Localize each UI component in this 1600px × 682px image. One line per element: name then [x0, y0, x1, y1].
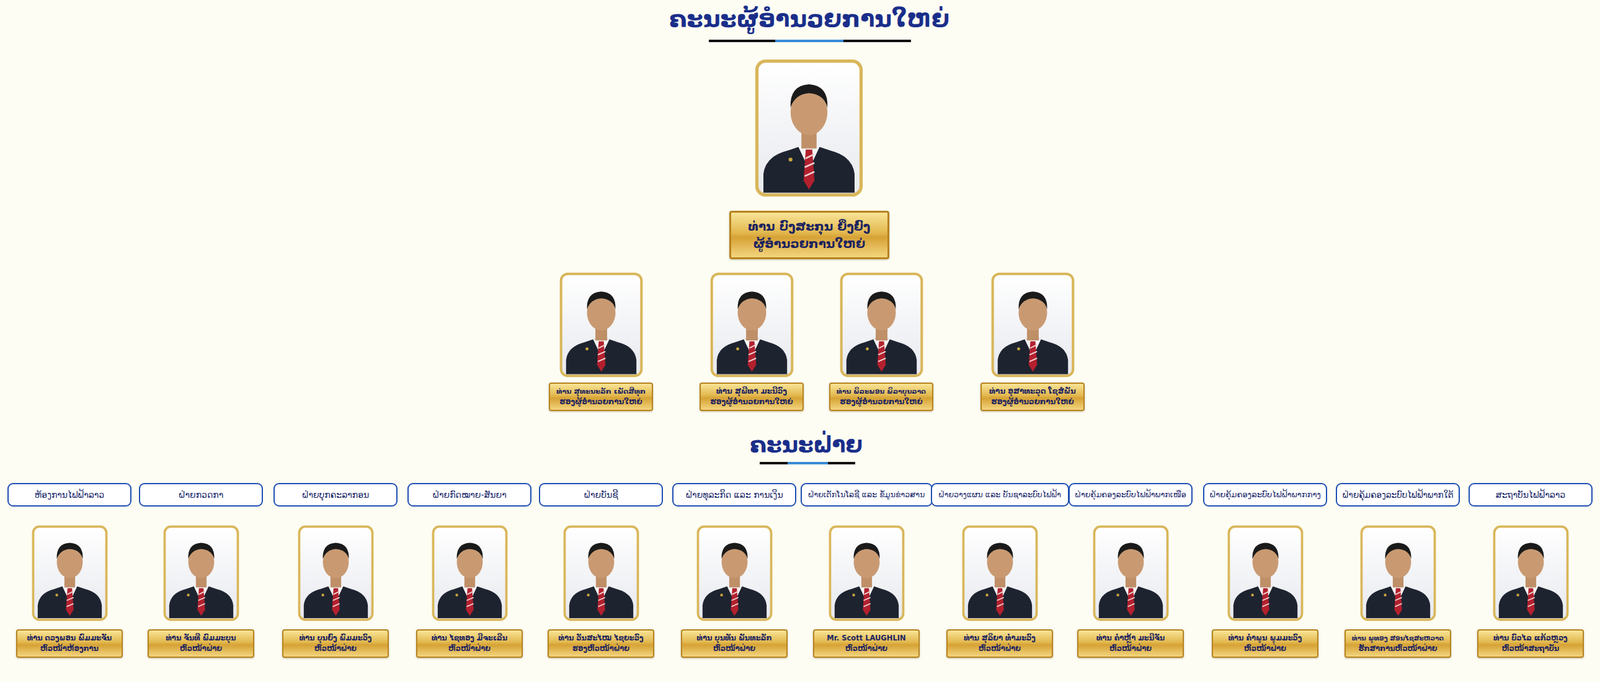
node-text: ຝ່າຍວາງແຜນ ແລະ ບັນຊາລະບົບໄຟຟ້າ: [935, 488, 1065, 502]
head-plate: ທ່ານ ດວງພອນ ພົມມະຈັນຫົວໜ້າຫ້ອງການ: [16, 629, 123, 658]
node-text: Mr. Scott LAUGHLIN: [819, 633, 914, 644]
node-text: ຝ່າຍກົດໝາຍ-ສັນຍາ: [412, 488, 527, 502]
node-text: ທ່ານ ບຸນທັນ ພັນທະລັກ: [687, 633, 782, 644]
node-text: ທ່ານ ໄຊທອງ ມີຈະເລີນ: [422, 633, 517, 644]
node-text: ທ່ານ ສຸລິຍາ ທຳມະວົງ: [952, 633, 1047, 644]
department-box: ຝ່າຍເຕັກໂນໂລຊີ ແລະ ຂໍ້ມູນຂ່າວສານ: [800, 483, 933, 507]
head-plate: ທ່ານ ຈັນທີ ພົມມະບຸນຫົວໜ້າຝ່າຍ: [147, 629, 255, 658]
head-plate: ທ່ານ ໄຊທອງ ມີຈະເລີນຫົວໜ້າຝ່າຍ: [416, 629, 523, 658]
section-heading: ຄະນະຝ່າຍ: [620, 431, 993, 458]
node-subtext: ຫົວໜ້າຝ່າຍ: [819, 643, 914, 655]
department-box: ຝ່າຍບັນຊີ: [538, 483, 663, 507]
node-text: ທ່ານ ດວງພອນ ພົມມະຈັນ: [22, 633, 117, 644]
node-subtext: ຫົວໜ້າຝ່າຍ: [687, 643, 782, 655]
deputy-plate: ທ່ານ ສຸພີທາ ມະນີວົງຮອງຜູ້ອຳນວຍການໃຫຍ່: [699, 382, 804, 412]
department-box: ຝ່າຍຄຸ້ມຄອງລະບົບໄຟຟ້າພາກເໜືອ: [1068, 483, 1193, 507]
head-plate: ທ່ານ ສຸລິຍາ ທຳມະວົງຫົວໜ້າຝ່າຍ: [946, 629, 1054, 658]
node-text: ທ່ານ ພູທອງ ສອນໄຊສະຫວາດ: [1350, 633, 1445, 644]
node-subtext: ຫົວໜ້າຫ້ອງການ: [22, 643, 117, 655]
node-text: ຝ່າຍຄຸ້ມຄອງລະບົບໄຟຟ້າພາກກາງ: [1208, 488, 1323, 502]
node-text: ທ່ານ ຄຳພູນ ພູມມະວົງ: [1217, 633, 1313, 644]
head-plate: ທ່ານ ບຸນທັນ ພັນທະລັກຫົວໜ້າຝ່າຍ: [680, 629, 788, 658]
node-text: ທ່ານ ອຸສາທະວຸດ ໂຊສໍພັນ: [986, 386, 1079, 397]
director-plate: ທ່ານ ບົງສະກຸນ ຍິ່ງຍົງຜູ້ອຳນວຍການໃຫຍ່: [729, 210, 890, 260]
node-subtext: ຫົວໜ້າຝ່າຍ: [952, 643, 1047, 655]
node-subtext: ຫົວໜ້າຝ່າຍ: [422, 643, 517, 655]
node-subtext: ຮອງຜູ້ອຳນວຍການໃຫຍ່: [705, 396, 798, 408]
node-subtext: ຮອງຜູ້ອຳນວຍການໃຫຍ່: [986, 396, 1079, 408]
deputy-plate: ທ່ານ ອຸສາທະວຸດ ໂຊສໍພັນຮອງຜູ້ອຳນວຍການໃຫຍ່: [980, 382, 1085, 412]
department-box: ສະຖາບັນໄຟຟ້າລາວ: [1468, 483, 1593, 507]
department-box: ຝ່າຍບຸກຄະລາກອນ: [273, 483, 398, 507]
node-text: ຝ່າຍຄຸ້ມຄອງລະບົບໄຟຟ້າພາກໃຕ້: [1340, 488, 1455, 502]
head-plate: Mr. Scott LAUGHLINຫົວໜ້າຝ່າຍ: [813, 629, 920, 658]
node-subtext: ຜູ້ອຳນວຍການໃຫຍ່: [739, 235, 879, 253]
department-box: ຝ່າຍຄຸ້ມຄອງລະບົບໄຟຟ້າພາກໃຕ້: [1335, 483, 1460, 507]
node-text: ຝ່າຍເຕັກໂນໂລຊີ ແລະ ຂໍ້ມູນຂ່າວສານ: [805, 488, 928, 502]
node-text: ທ່ານ ບຸນຍົງ ພົມມະວົງ: [288, 633, 383, 644]
node-subtext: ຮອງຜູ້ອຳນວຍການໃຫຍ່: [835, 396, 928, 408]
node-text: ຝ່າຍທຸລະກິດ ແລະ ການເງິນ: [677, 488, 792, 502]
node-text: ທ່ານ ບົງສະກຸນ ຍິ່ງຍົງ: [739, 217, 879, 236]
node-text: ທ່ານ ສຸທະນະລັກ ເພັດສີທຸກ: [555, 386, 647, 397]
page-title: ຄະນະຜູ້ອຳນວຍການໃຫຍ່: [623, 4, 996, 33]
node-subtext: ຮອງຜູ້ອຳນວຍການໃຫຍ່: [555, 396, 647, 408]
head-plate: ທ່ານ ວັນສະໄໝ ໄຊຍະວົງຮອງຫົວໜ້າຝ່າຍ: [547, 629, 655, 658]
node-text: ສະຖາບັນໄຟຟ້າລາວ: [1473, 488, 1588, 502]
node-text: ທ່ານ ສຸພີທາ ມະນີວົງ: [705, 386, 798, 397]
node-text: ຫ້ອງການໄຟຟ້າລາວ: [12, 488, 127, 502]
node-text: ທ່ານ ຈັນທີ ພົມມະບຸນ: [153, 633, 249, 644]
node-subtext: ຫົວໜ້າຝ່າຍ: [153, 643, 249, 655]
head-plate: ທ່ານ ບົວໄລ ແກ້ວຫຼວງຫົວໜ້າສະຖາບັນ: [1477, 629, 1584, 658]
node-text: ທ່ານ ບົວໄລ ແກ້ວຫຼວງ: [1483, 633, 1578, 644]
deputy-plate: ທ່ານ ສຸທະນະລັກ ເພັດສີທຸກຮອງຜູ້ອຳນວຍການໃຫ…: [548, 382, 654, 412]
deputy-plate: ທ່ານ ພິລະພອນ ພິລາບຸນລາດຮອງຜູ້ອຳນວຍການໃຫຍ…: [829, 382, 934, 412]
department-box: ຝ່າຍກົດໝາຍ-ສັນຍາ: [407, 483, 532, 507]
head-plate: ທ່ານ ພູທອງ ສອນໄຊສະຫວາດຮັກສາການຫົວໜ້າຝ່າຍ: [1344, 629, 1452, 658]
node-subtext: ຮອງຫົວໜ້າຝ່າຍ: [553, 643, 649, 655]
node-subtext: ຫົວໜ້າສະຖາບັນ: [1483, 643, 1578, 655]
node-text: ຝ່າຍຄຸ້ມຄອງລະບົບໄຟຟ້າພາກເໜືອ: [1073, 488, 1188, 502]
node-text: ຝ່າຍບຸກຄະລາກອນ: [278, 488, 393, 502]
node-subtext: ຮັກສາການຫົວໜ້າຝ່າຍ: [1350, 643, 1445, 655]
department-box: ຝ່າຍວາງແຜນ ແລະ ບັນຊາລະບົບໄຟຟ້າ: [930, 483, 1070, 507]
node-text: ຝ່າຍກວດກາ: [143, 488, 258, 502]
node-text: ທ່ານ ວັນສະໄໝ ໄຊຍະວົງ: [553, 633, 649, 644]
node-subtext: ຫົວໜ້າຝ່າຍ: [1217, 643, 1313, 655]
node-subtext: ຫົວໜ້າຝ່າຍ: [1083, 643, 1178, 655]
node-subtext: ຫົວໜ້າຝ່າຍ: [288, 643, 383, 655]
department-box: ຝ່າຍກວດກາ: [138, 483, 263, 507]
department-box: ຝ່າຍຄຸ້ມຄອງລະບົບໄຟຟ້າພາກກາງ: [1203, 483, 1328, 507]
head-plate: ທ່ານ ຄຳພູນ ພູມມະວົງຫົວໜ້າຝ່າຍ: [1211, 629, 1319, 658]
node-text: ຝ່າຍບັນຊີ: [543, 488, 658, 502]
node-text: ທ່ານ ພິລະພອນ ພິລາບຸນລາດ: [835, 386, 928, 397]
node-text: ທ່ານ ຄຳຫຼ້າ ມະນີຈັນ: [1083, 633, 1178, 644]
department-box: ຫ້ອງການໄຟຟ້າລາວ: [7, 483, 132, 507]
head-plate: ທ່ານ ຄຳຫຼ້າ ມະນີຈັນຫົວໜ້າຝ່າຍ: [1077, 629, 1184, 658]
department-box: ຝ່າຍທຸລະກິດ ແລະ ການເງິນ: [672, 483, 797, 507]
head-plate: ທ່ານ ບຸນຍົງ ພົມມະວົງຫົວໜ້າຝ່າຍ: [282, 629, 389, 658]
